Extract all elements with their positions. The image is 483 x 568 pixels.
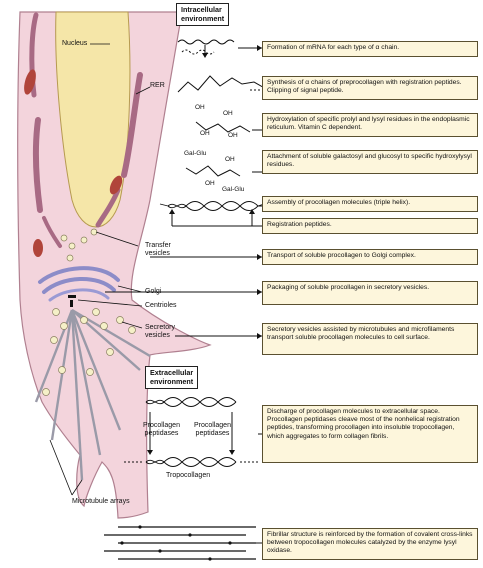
step-box-cross-linking: Fibrillar structure is reinforced by the… bbox=[262, 528, 478, 560]
rer-right-2 bbox=[95, 187, 121, 228]
extracellular-environment-label: Extracellular environment bbox=[145, 366, 199, 389]
procollagen-peptidases-left-label: Procollagen peptidases bbox=[143, 422, 180, 437]
gal-glu-label: Gal-Glu bbox=[222, 186, 245, 193]
step-connectors bbox=[105, 47, 264, 544]
centriole bbox=[68, 295, 76, 298]
oh-label: OH bbox=[205, 180, 215, 187]
procollagen-triple-helix bbox=[159, 201, 265, 211]
oh-label: OH bbox=[195, 104, 205, 111]
nucleus-label: Nucleus bbox=[62, 40, 88, 47]
alpha-chain bbox=[177, 75, 269, 93]
step-box-transport-golgi: Transport of soluble procollagen to Golg… bbox=[262, 249, 478, 265]
step-box-registration-peptides: Registration peptides. bbox=[262, 218, 478, 234]
step-box-hydroxylation: Hydroxylation of specific prolyl and lys… bbox=[262, 113, 478, 137]
mitochondrion bbox=[24, 69, 36, 95]
collagen-fibrils bbox=[104, 526, 256, 560]
oh-label: OH bbox=[228, 132, 238, 139]
secretory-vesicles bbox=[42, 308, 136, 396]
step-box-triple-helix: Assembly of procollagen molecules (tripl… bbox=[262, 196, 478, 212]
step-box-packaging: Packaging of soluble procollagen in secr… bbox=[262, 281, 478, 305]
cross-links bbox=[120, 525, 232, 561]
tropocollagen-label: Tropocollagen bbox=[166, 472, 211, 479]
intracellular-environment-label: Intracellular environment bbox=[176, 3, 230, 26]
glycosylated-chain bbox=[185, 165, 241, 177]
rer-right bbox=[121, 72, 143, 178]
oh-label: OH bbox=[225, 156, 235, 163]
step-box-secretory-transport: Secretory vesicles assisted by microtubu… bbox=[262, 323, 478, 355]
golgi-label: Golgi bbox=[145, 288, 162, 295]
gal-glu-label: Gal-Glu bbox=[184, 150, 207, 157]
rer-left bbox=[32, 117, 43, 213]
secretory-vesicles-label: Secretory vesicles bbox=[145, 324, 175, 339]
golgi-stack bbox=[38, 266, 120, 284]
step-box-chain-synthesis: Synthesis of α chains of preprocollagen … bbox=[262, 76, 478, 100]
step-box-glycosylation: Attachment of soluble galactosyl and glu… bbox=[262, 150, 478, 174]
rer-label: RER bbox=[150, 82, 165, 89]
mitochondrion bbox=[33, 239, 43, 257]
mitochondrion bbox=[109, 175, 123, 195]
step-box-mrna-formation: Formation of mRNA for each type of α cha… bbox=[262, 41, 478, 57]
step-box-discharge-cleavage: Discharge of procollagen molecules to ex… bbox=[262, 405, 478, 463]
microtubule-arrays-label: Microtubule arrays bbox=[72, 498, 130, 505]
centrioles-label: Centrioles bbox=[145, 302, 177, 309]
oh-label: OH bbox=[200, 130, 210, 137]
hydroxylated-chain bbox=[195, 121, 251, 133]
transfer-vesicles bbox=[60, 228, 98, 262]
extracellular-procollagen bbox=[145, 397, 237, 407]
oh-label: OH bbox=[223, 110, 233, 117]
label-leaders bbox=[49, 43, 151, 496]
mrna-strand bbox=[177, 39, 235, 45]
centriole bbox=[70, 300, 73, 307]
transfer-vesicles-label: Transfer vesicles bbox=[145, 242, 171, 257]
rer-lower bbox=[42, 216, 62, 248]
procollagen-peptidases-right-label: Procollagen peptidases bbox=[194, 422, 231, 437]
tropocollagen-helix bbox=[124, 457, 258, 467]
